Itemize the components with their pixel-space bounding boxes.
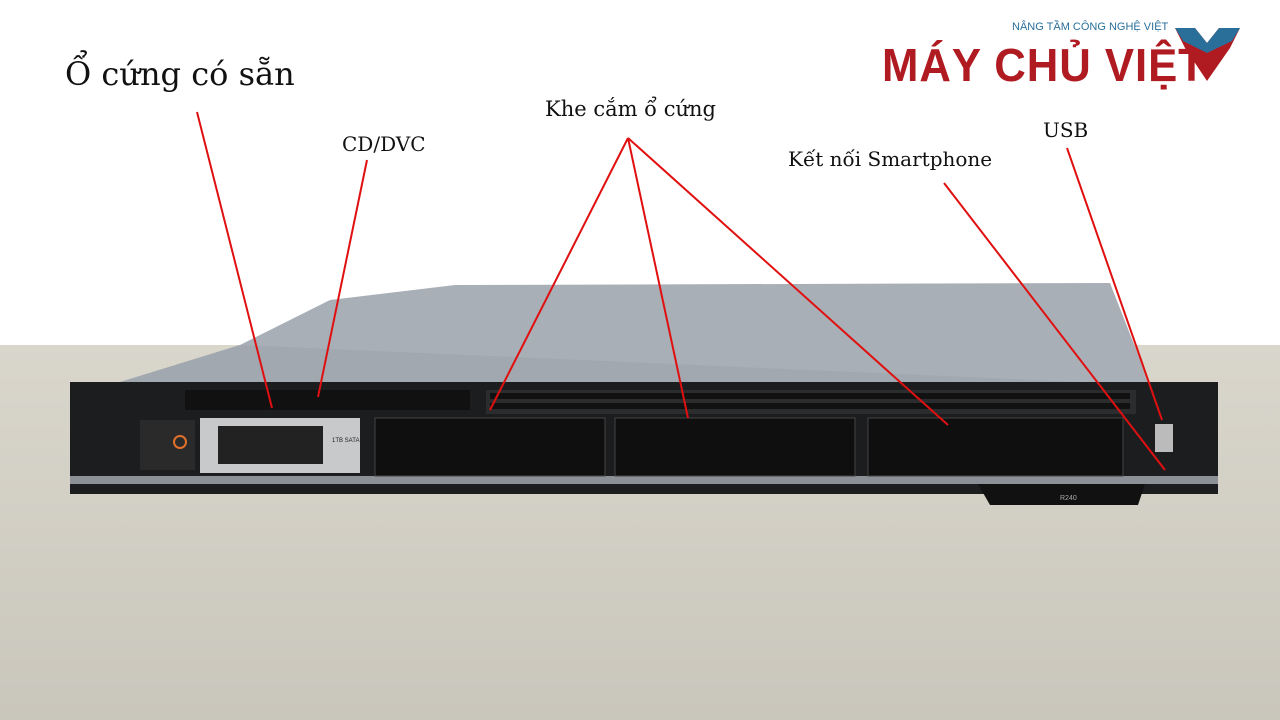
- power-button: [140, 420, 195, 470]
- label-drive-slots: Khe cắm ổ cứng: [545, 97, 716, 121]
- brand-logo: NÂNG TẦM CÔNG NGHỆ VIỆT MÁY CHỦ VIỆT: [880, 18, 1250, 93]
- model-label: R240: [1060, 495, 1077, 502]
- annotation-lines: [196, 111, 1166, 471]
- drive-label: 1TB SATA: [332, 438, 359, 444]
- label-cd-dvd: CD/DVC: [342, 132, 426, 156]
- vent-grille: [490, 393, 1130, 409]
- usb-port: [1155, 424, 1173, 452]
- drive-slot-3: [867, 417, 1124, 477]
- drive-slot-2: [614, 417, 856, 477]
- model-bezel-tag: [978, 484, 1145, 505]
- label-smartphone: Kết nối Smartphone: [788, 147, 993, 171]
- logo-mark-icon: [1175, 28, 1240, 81]
- label-existing-drive: Ổ cứng có sẵn: [65, 55, 295, 93]
- logo-name: MÁY CHỦ VIỆT: [882, 39, 1206, 91]
- logo-tagline: NÂNG TẦM CÔNG NGHỆ VIỆT: [1012, 21, 1169, 33]
- label-usb: USB: [1043, 118, 1089, 142]
- drive-slot-1: [374, 417, 606, 477]
- optical-drive: [185, 390, 470, 410]
